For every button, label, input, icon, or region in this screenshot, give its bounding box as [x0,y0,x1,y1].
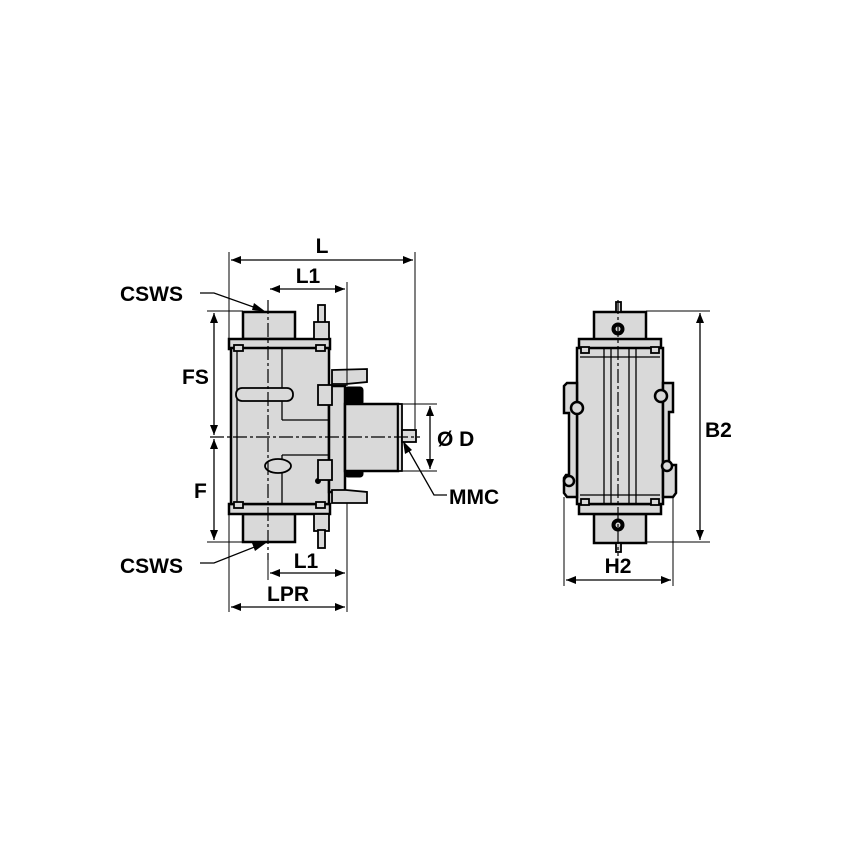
csws-bottom-label: CSWS [120,555,183,578]
mmc-label: MMC [449,486,499,509]
main-body [229,346,331,506]
dim-B2-label: B2 [705,419,732,442]
dim-LPR-label: LPR [267,583,309,606]
dim-D-label: Ø D [437,428,474,451]
dim-H2-label: H2 [605,555,632,578]
dim-F-label: F [194,480,207,503]
side-view: L L1 CSWS FS F CSWS L1 LPR Ø D [120,235,499,612]
bottom-clamping-stub [241,512,297,544]
csws-top-label: CSWS [120,283,183,306]
bottom-flange [227,502,332,516]
dim-L-label: L [316,235,329,258]
dim-L1-bottom-label: L1 [294,550,319,573]
slot [235,387,294,402]
front-view: B2 H2 [562,300,732,586]
top-clamping-stub [241,310,297,341]
dim-FS-label: FS [182,366,209,389]
mmc-key [401,429,417,443]
dim-L1-top-label: L1 [296,265,321,288]
oval-hole [264,458,292,474]
